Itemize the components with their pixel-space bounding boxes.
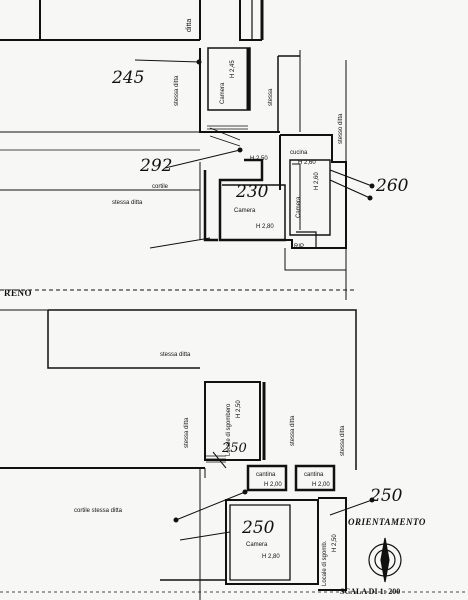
hand-number-260: 260: [376, 176, 409, 196]
label-camera-245-height: H 2,45: [230, 60, 236, 78]
label-cucina: cucina: [290, 150, 308, 156]
section-label-reno: RENO: [4, 288, 33, 298]
label-stessa-ditta-left: stessa ditta: [184, 417, 190, 448]
label-locale-height: H 2,50: [236, 400, 242, 418]
scale-label: SCALA DI 1: 200: [340, 587, 401, 596]
hand-number-230: 230: [236, 182, 269, 202]
label-camera-mid: Camera: [296, 196, 302, 218]
label-camera-230: Camera: [234, 208, 256, 214]
label-locale-sgombero-b: Locale di sgomb.: [322, 540, 328, 586]
hand-number-250-a: 250: [222, 441, 247, 456]
label-cortile-stessa: cortile stessa ditta: [74, 508, 123, 514]
label-rip: RIP: [294, 244, 305, 250]
label-stessa-ditta-a: stessa ditta: [174, 75, 180, 106]
label-camera-250: Camera: [246, 542, 268, 548]
label-stessa-ditta-far: stessa ditta: [340, 425, 346, 456]
label-camera-245: Camera: [220, 82, 226, 104]
label-stessa-b: stessa: [268, 88, 274, 106]
label-stessa-ditta-main: stessa ditta: [160, 352, 191, 358]
label-camera-230-height: H 2,80: [256, 224, 274, 230]
label-camera-250-height: H 2,80: [262, 554, 280, 560]
orientation-title: ORIENTAMENTO: [348, 517, 426, 527]
wall: [0, 0, 41, 41]
label-cortile: cortile: [152, 184, 169, 190]
hand-number-245: 245: [112, 68, 145, 88]
label-h250: H 2,50: [250, 156, 268, 162]
label-camera-mid-height: H 2,60: [314, 172, 320, 190]
label-cantina-b: cantina: [304, 472, 324, 478]
label-stessa-ditta-right: stessa ditta: [290, 415, 296, 446]
label-ditta-top: ditta: [186, 18, 193, 32]
label-cantina-a: cantina: [256, 472, 276, 478]
label-cucina-height: H 2,60: [298, 160, 316, 166]
label-cantina-b-height: H 2,00: [312, 482, 330, 488]
label-locale-b-height: H 2,50: [332, 534, 338, 552]
compass-icon: [368, 537, 402, 583]
label-stesso-ditta-side: stesso ditta: [338, 113, 344, 144]
label-stessa-ditta-court: stessa ditta: [112, 200, 143, 206]
hand-number-292: 292: [140, 156, 173, 176]
hand-number-250-c: 250: [242, 518, 275, 538]
hand-number-250-b: 250: [370, 486, 403, 506]
label-cantina-a-height: H 2,00: [264, 482, 282, 488]
